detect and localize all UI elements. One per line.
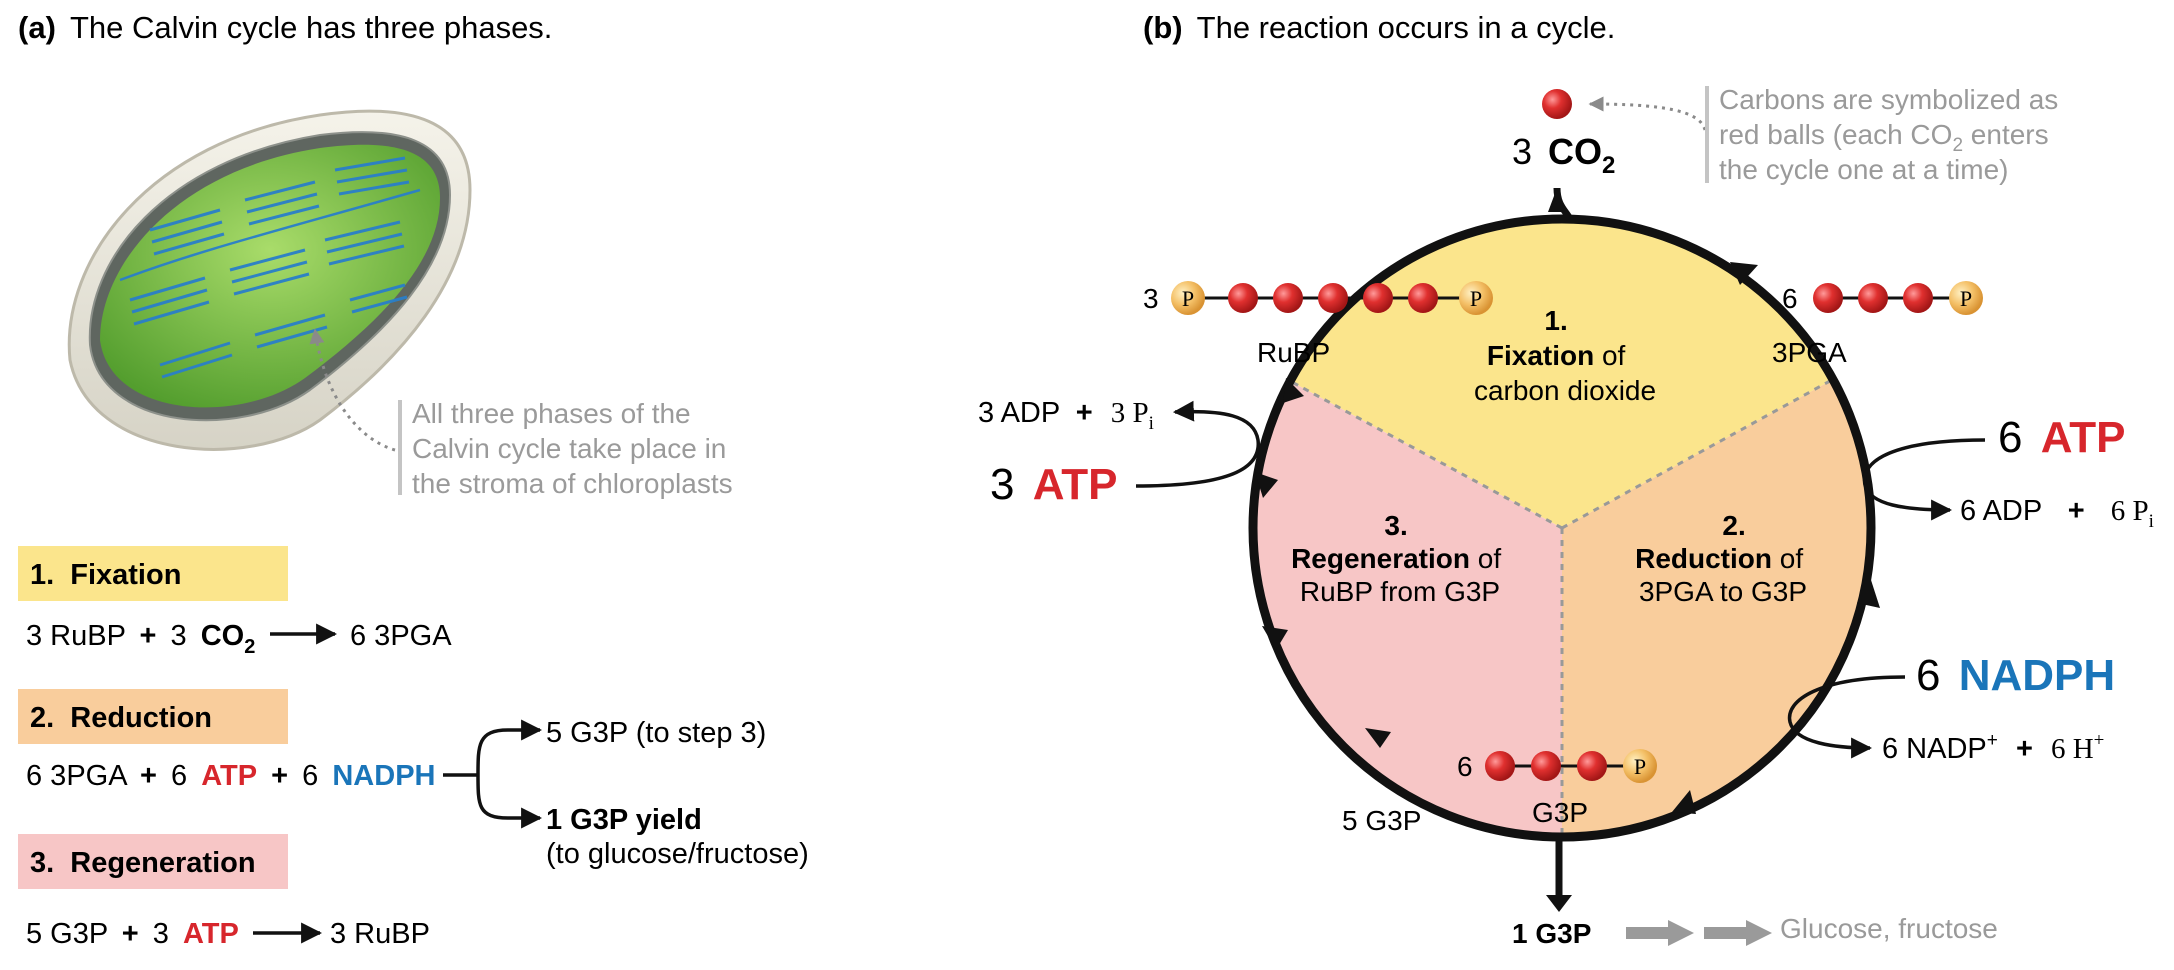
rubp-label: RuBP xyxy=(1257,337,1330,368)
atp-left-products: 3 ADP + 3 Pi xyxy=(978,397,1154,434)
sector-regeneration xyxy=(1252,381,1562,838)
atp-left-label: 3 ATP xyxy=(990,460,1117,509)
svg-text:P: P xyxy=(1470,286,1482,311)
atp-right-label: 6 ATP xyxy=(1998,413,2125,462)
glucose-fructose-label: Glucose, fructose xyxy=(1780,913,1998,944)
svg-text:P: P xyxy=(1182,286,1194,311)
g3p-output-arrowhead xyxy=(1546,895,1572,912)
phase-1-label: 1. Fixation xyxy=(30,559,181,591)
phase-1-band xyxy=(18,546,288,601)
carbon-note: Carbons are symbolized as red balls (eac… xyxy=(1719,84,2066,185)
phase-2-band xyxy=(18,689,288,744)
equation-regeneration: 5 G3P + 3 ATP xyxy=(26,918,239,950)
sector-reduction-label: 2. Reduction of 3PGA to G3P xyxy=(1635,510,1811,607)
atp-right-products: 6 ADP + 6 Pi xyxy=(1960,495,2154,532)
stroma-note: All three phases of the Calvin cycle tak… xyxy=(412,398,734,499)
regeneration-product: 3 RuBP xyxy=(330,918,430,950)
svg-text:P: P xyxy=(1960,286,1972,311)
3pga-label: 3PGA xyxy=(1772,337,1847,368)
phase-2-label: 2. Reduction xyxy=(30,702,212,734)
atp-left-arrow xyxy=(1135,400,1260,488)
g3p-count: 6 xyxy=(1457,751,1473,782)
equation-fixation: 3 RuBP + 3 CO2 xyxy=(26,620,255,658)
fixation-product: 6 3PGA xyxy=(350,620,452,652)
nadph-arrow xyxy=(1787,675,1906,759)
rubp-molecule: P P xyxy=(1171,281,1493,315)
phase-3-label: 3. Regeneration xyxy=(30,847,256,879)
glucose-gray-arrows xyxy=(1626,920,1772,946)
reduction-branch-arrows xyxy=(443,719,543,829)
phase-3-band xyxy=(18,834,288,889)
panel-b-title: (b) The reaction occurs in a cycle. xyxy=(1143,10,1615,45)
equation-reduction: 6 3PGA + 6 ATP + 6 NADPH xyxy=(26,760,435,792)
atp-right-arrow xyxy=(1862,438,1986,521)
3pga-count: 6 xyxy=(1782,283,1798,314)
panel-a-title: (a) The Calvin cycle has three phases. xyxy=(18,10,552,45)
output-yield: 1 G3P yield xyxy=(546,804,702,836)
g3p-label: G3P xyxy=(1532,797,1588,828)
rubp-count: 3 xyxy=(1143,283,1159,314)
sector-fixation-label: 1. Fixation of carbon dioxide xyxy=(1474,305,1656,406)
one-g3p-yield: 1 G3P xyxy=(1512,918,1591,949)
co2-entry-line xyxy=(1553,187,1574,221)
output-to-step3: 5 G3P (to step 3) xyxy=(546,717,766,749)
g3p-molecule: P xyxy=(1485,749,1657,783)
nadph-label: 6 NADPH xyxy=(1916,651,2115,700)
chloroplast-illustration xyxy=(67,109,472,451)
nadph-products: 6 NADP+ + 6 H+ xyxy=(1882,721,2104,765)
co2-carbon-ball xyxy=(1542,89,1572,119)
carbon-note-pointer xyxy=(1588,96,1707,131)
co2-input-label: 3 CO2 xyxy=(1512,131,1615,179)
stroma-pointer-arrow xyxy=(309,328,396,452)
sector-regeneration-label: 3. Regeneration of RuBP from G3P xyxy=(1291,510,1509,607)
3pga-molecule: P xyxy=(1813,281,1983,315)
svg-text:P: P xyxy=(1634,754,1646,779)
output-yield-destination: (to glucose/fructose) xyxy=(546,838,809,870)
five-g3p-label: 5 G3P xyxy=(1342,805,1421,836)
